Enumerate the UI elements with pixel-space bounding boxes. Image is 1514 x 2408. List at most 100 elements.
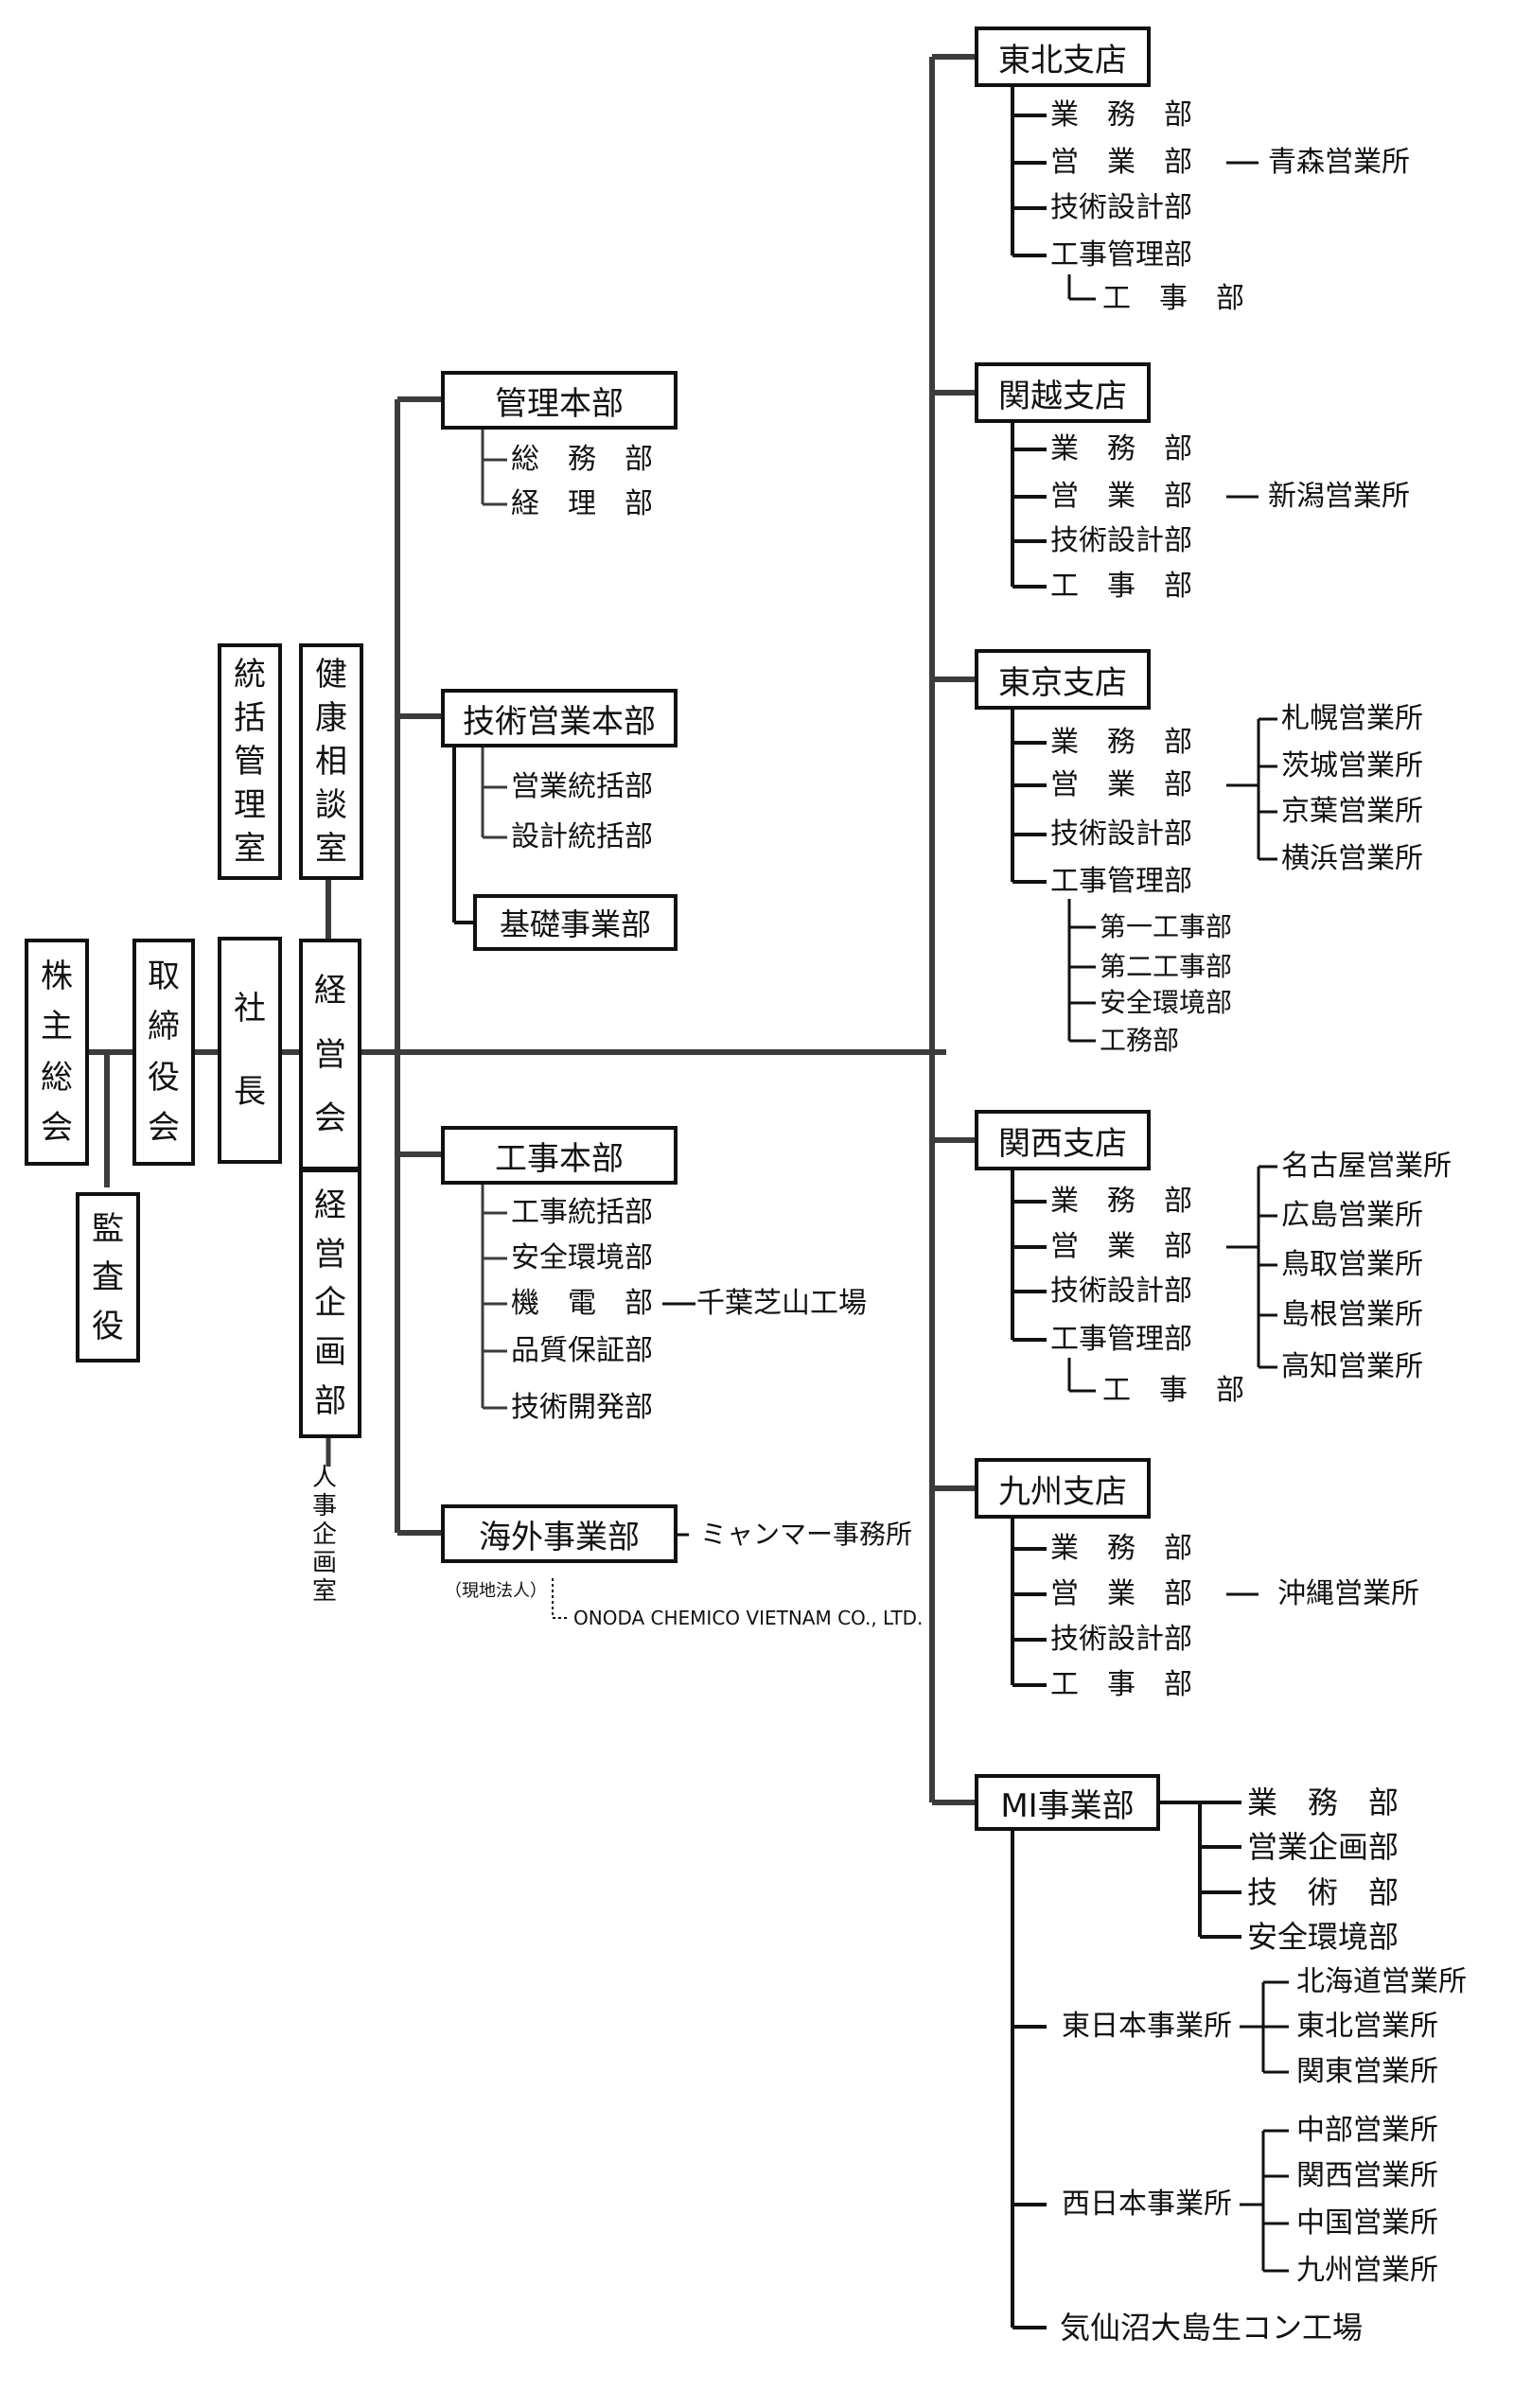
management-council-box: 経営会 [299,939,361,1170]
corporate-planning-box-char: 部 [314,1382,346,1421]
president-box-char: 社 [234,989,266,1028]
oversight-office-box-char: 管 [234,743,266,781]
tokyo-sales-office-2: 京葉営業所 [1281,795,1423,828]
branch-kansai-dept-3: 工事管理部 [1050,1323,1192,1356]
okinawa-sales-office: 沖縄営業所 [1277,1577,1419,1610]
branch-kanetsu-dept-2: 技術設計部 [1050,524,1192,557]
tokyo-sales-office-3: 横浜営業所 [1281,842,1423,875]
tokyo-sales-office-0: 札幌営業所 [1281,702,1423,735]
health-consultation-box-char: 健 [315,656,347,694]
oversight-office-box-char: 理 [234,786,266,824]
west-japan-office: 西日本事業所 [1062,2188,1232,2221]
branch-kansai-dept-0: 業 務 部 [1050,1185,1192,1218]
niigata-sales-office: 新潟営業所 [1268,480,1410,513]
branch-tokyo-box: 東京支店 [975,649,1151,710]
president-box-char: 長 [234,1073,266,1112]
corporate-planning-box-char: 経 [314,1186,346,1224]
auditor-box: 監査役 [76,1192,140,1362]
hr-planning-office-char: 企 [312,1520,338,1549]
hr-planning-office-char: 画 [312,1548,338,1577]
branch-tokyo-dept-1: 営 業 部 [1050,768,1192,801]
chiba-shibayama-factory: 千葉芝山工場 [696,1287,867,1320]
corporate-planning-box-char: 営 [314,1235,346,1274]
corporate-planning-box: 経営企画部 [299,1169,361,1438]
west-office-1: 関西営業所 [1296,2159,1438,2192]
tohoku-construction-dept: 工 事 部 [1102,282,1244,315]
board-box: 取締役会 [132,939,195,1166]
branch-tokyo-dept-3: 工事管理部 [1050,865,1192,898]
kansai-sales-office-2: 鳥取営業所 [1281,1248,1423,1281]
corporate-planning-box-char: 企 [314,1284,346,1323]
construction-item-1: 安全環境部 [511,1241,653,1274]
tech-sales-design-division: 設計統括部 [511,820,653,853]
tokyo-sub-dept-3: 工務部 [1100,1025,1180,1056]
kansai-construction-dept: 工 事 部 [1102,1374,1244,1407]
kansai-sales-office-1: 広島営業所 [1281,1199,1423,1232]
admin-general-affairs: 総 務 部 [511,443,653,476]
health-consultation-box-char: 談 [315,786,347,824]
construction-item-2: 機 電 部 [511,1287,653,1320]
west-office-3: 九州営業所 [1296,2254,1438,2287]
oversight-office-box-char: 統 [234,656,266,694]
health-consultation-box-char: 康 [315,699,347,737]
hr-planning-office: 人事企画室 [312,1464,338,1606]
branch-tokyo-dept-0: 業 務 部 [1050,726,1192,759]
branch-kansai-dept-1: 営 業 部 [1050,1230,1192,1263]
construction-item-0: 工事統括部 [511,1196,653,1229]
president-box: 社長 [218,937,282,1164]
branch-kanetsu-box: 関越支店 [975,362,1151,423]
onoda-chemico-vietnam: ONODA CHEMICO VIETNAM CO., LTD. [573,1607,924,1629]
myanmar-office: ミャンマー事務所 [700,1519,913,1550]
management-council-box-char: 会 [314,1099,346,1138]
management-council-box-char: 経 [314,971,346,1010]
tech-sales-hq-box: 技術営業本部 [441,689,678,747]
mi-division-box: MI事業部 [975,1774,1160,1831]
admin-hq-box: 管理本部 [441,371,678,430]
local-subsidiary-label: （現地法人） [445,1581,547,1601]
hr-planning-office-char: 室 [312,1576,338,1606]
east-office-1: 東北営業所 [1296,2010,1438,2043]
overseas-division-box: 海外事業部 [441,1504,678,1563]
branch-tokyo-dept-2: 技術設計部 [1050,817,1192,851]
shareholders-meeting-box: 株主総会 [25,939,89,1166]
health-consultation-box: 健康相談室 [299,643,363,880]
branch-tohoku-dept-1: 営 業 部 [1050,146,1192,179]
branch-kansai-box: 関西支店 [975,1110,1151,1170]
kansai-sales-office-3: 島根営業所 [1281,1298,1423,1331]
branch-tohoku-dept-0: 業 務 部 [1050,98,1192,132]
construction-item-4: 技術開発部 [511,1391,653,1424]
auditor-box-char: 監 [92,1209,124,1248]
kansai-sales-office-0: 名古屋営業所 [1281,1150,1452,1183]
auditor-box-char: 査 [92,1258,124,1296]
mi-dept-2: 技 術 部 [1247,1874,1400,1910]
east-office-0: 北海道営業所 [1296,1965,1467,1998]
tokyo-sub-dept-0: 第一工事部 [1100,911,1233,942]
oversight-office-box-char: 括 [234,699,266,737]
board-box-char: 会 [148,1108,180,1147]
west-office-2: 中国営業所 [1296,2206,1438,2240]
kesennuma-oshima-plant: 気仙沼大島生コン工場 [1060,2310,1364,2346]
branch-tohoku-dept-2: 技術設計部 [1050,191,1192,224]
construction-hq-box: 工事本部 [441,1126,678,1185]
construction-item-3: 品質保証部 [511,1334,653,1367]
oversight-office-box-char: 室 [234,830,266,868]
admin-accounting: 経 理 部 [511,487,653,520]
tech-sales-sales-division: 営業統括部 [511,770,653,803]
hr-planning-office-char: 人 [312,1464,338,1492]
shareholders-meeting-box-char: 総 [41,1058,73,1097]
east-japan-office: 東日本事業所 [1062,2010,1232,2043]
health-consultation-box-char: 相 [315,743,347,781]
branch-kyushu-dept-1: 営 業 部 [1050,1577,1192,1610]
west-office-0: 中部営業所 [1296,2114,1438,2147]
board-box-char: 締 [148,1008,180,1046]
tokyo-sales-office-1: 茨城営業所 [1281,749,1423,782]
oversight-office-box: 統括管理室 [218,643,282,880]
branch-tohoku-box: 東北支店 [975,26,1151,87]
branch-kanetsu-dept-3: 工 事 部 [1050,570,1192,603]
corporate-planning-box-char: 画 [314,1333,346,1372]
branch-kyushu-dept-2: 技術設計部 [1050,1623,1192,1656]
foundation-division-box: 基礎事業部 [473,894,678,951]
board-box-char: 取 [148,958,180,996]
